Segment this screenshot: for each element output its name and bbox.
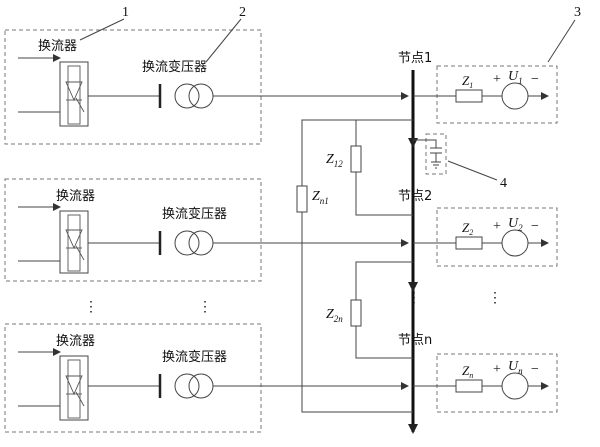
zn1-wire-top bbox=[301, 119, 356, 186]
plus-sign: + bbox=[493, 72, 501, 87]
source-n-impedance bbox=[455, 379, 483, 393]
callout-4: 4 bbox=[500, 176, 507, 191]
ellipsis-mid: ⋮ bbox=[198, 300, 212, 315]
equivalent-source-n: Zn + Un − bbox=[413, 353, 558, 413]
z2n-wire-top bbox=[355, 261, 413, 300]
capacitor-icon bbox=[430, 147, 442, 162]
equivalent-source-2: Z2 + U2 − bbox=[413, 207, 558, 267]
leader-2 bbox=[205, 18, 242, 63]
leader-1 bbox=[79, 18, 125, 41]
converter-station-2: 换流器 换流变压器 bbox=[4, 178, 409, 282]
z12-wire-bottom bbox=[355, 172, 413, 216]
transformer-icon bbox=[174, 83, 214, 109]
minus-sign: − bbox=[531, 362, 539, 377]
voltage-source-icon bbox=[501, 229, 529, 257]
un-label: Un bbox=[508, 359, 523, 376]
voltage-source-icon bbox=[501, 82, 529, 110]
converter-label-1: 换流器 bbox=[38, 39, 77, 54]
zn1-resistor bbox=[296, 185, 308, 213]
thyristor-icon bbox=[59, 61, 89, 127]
zn1-label: Zn1 bbox=[312, 189, 329, 206]
z2n-wire-bottom bbox=[355, 326, 413, 359]
transformer-label-2: 换流变压器 bbox=[162, 206, 227, 222]
z12-label: Z12 bbox=[326, 152, 343, 169]
transformer-label-n: 换流变压器 bbox=[162, 349, 227, 365]
converter-label-2: 换流器 bbox=[56, 189, 95, 204]
transformer-icon bbox=[174, 373, 214, 399]
z2-label: Z2 bbox=[462, 220, 473, 237]
node-label-1: 节点1 bbox=[398, 51, 432, 66]
zn-label: Zn bbox=[462, 363, 473, 380]
ellipsis-left: ⋮ bbox=[84, 300, 98, 315]
leader-4 bbox=[447, 160, 498, 181]
ground-icon bbox=[431, 161, 441, 169]
callouts: 1 2 3 4 bbox=[79, 5, 581, 191]
equivalent-source-1: Z1 + U1 − bbox=[413, 65, 558, 124]
plus-sign: + bbox=[493, 362, 501, 377]
node-label-n: 节点n bbox=[398, 333, 432, 348]
ellipsis-sources: ⋮ bbox=[488, 291, 502, 306]
source-2-impedance bbox=[455, 236, 483, 250]
z12-resistor bbox=[350, 145, 362, 173]
z2n-label: Z2n bbox=[326, 307, 343, 324]
thyristor-icon bbox=[59, 355, 89, 421]
u2-label: U2 bbox=[508, 216, 523, 233]
station-n-frame bbox=[4, 323, 262, 433]
converter-station-1: 换流器 换流变压器 bbox=[4, 29, 409, 145]
minus-sign: − bbox=[531, 72, 539, 87]
source-1-frame bbox=[436, 65, 558, 124]
station-1-frame bbox=[4, 29, 262, 145]
minus-sign: − bbox=[531, 219, 539, 234]
source-1-impedance bbox=[455, 89, 483, 103]
z12-wire-top bbox=[355, 119, 413, 146]
callout-2: 2 bbox=[239, 5, 246, 20]
voltage-source-icon bbox=[501, 372, 529, 400]
plus-sign: + bbox=[493, 219, 501, 234]
source-2-frame bbox=[436, 207, 558, 267]
source-n-frame bbox=[436, 353, 558, 413]
callout-3: 3 bbox=[574, 5, 581, 20]
z1-label: Z1 bbox=[462, 73, 473, 90]
transformer-icon bbox=[174, 230, 214, 256]
u1-label: U1 bbox=[508, 69, 523, 86]
converter-station-n: 换流器 换流变压器 bbox=[4, 323, 409, 433]
capacitor-frame bbox=[425, 133, 447, 175]
leader-3 bbox=[547, 19, 576, 63]
transformer-label-1: 换流变压器 bbox=[142, 59, 207, 75]
line-impedance-network: Z12 Zn1 Z2n bbox=[296, 119, 413, 413]
converter-label-n: 换流器 bbox=[56, 334, 95, 349]
z2n-resistor bbox=[350, 299, 362, 327]
thyristor-icon bbox=[59, 210, 89, 274]
ellipsis-bus: ⋮ bbox=[407, 291, 421, 306]
station-2-frame bbox=[4, 178, 262, 282]
capacitor-branch bbox=[413, 133, 447, 175]
node-label-2: 节点2 bbox=[398, 189, 432, 204]
zn1-wire-bottom bbox=[301, 212, 413, 413]
callout-1: 1 bbox=[122, 5, 129, 20]
